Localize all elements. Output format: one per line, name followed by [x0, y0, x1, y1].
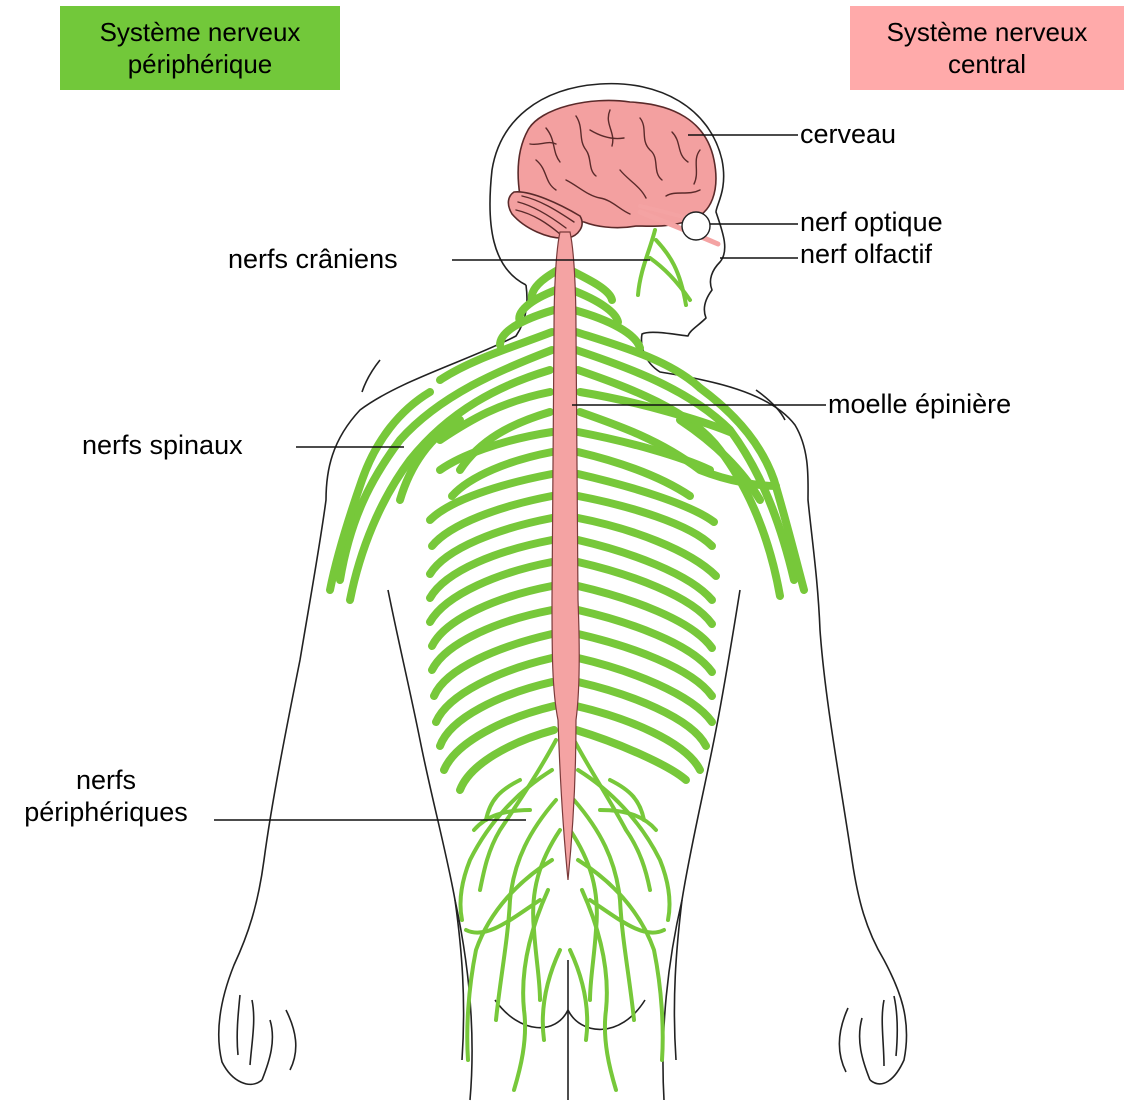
spinal-cord	[552, 232, 579, 880]
label-nerfs-peripheriques: nerfs périphériques	[6, 764, 206, 828]
label-cerveau: cerveau	[800, 118, 896, 150]
label-nerfs-spinaux: nerfs spinaux	[82, 429, 243, 461]
label-nerf-olfactif: nerf olfactif	[800, 238, 932, 270]
legend-central-nervous-system: Système nerveux central	[850, 6, 1124, 90]
legend-peripheral-nervous-system: Système nerveux périphérique	[60, 6, 340, 90]
brain	[508, 100, 718, 244]
legend-central-line1: Système nerveux	[887, 16, 1088, 48]
label-moelle-epiniere: moelle épinière	[828, 388, 1011, 420]
label-nerfs-craniens: nerfs crâniens	[228, 243, 398, 275]
label-nerfs-peripheriques-line2: périphériques	[6, 796, 206, 828]
legend-peripheral-line1: Système nerveux	[100, 16, 301, 48]
label-nerf-optique: nerf optique	[800, 206, 943, 238]
legend-peripheral-line2: périphérique	[100, 48, 301, 80]
legend-central-line2: central	[887, 48, 1088, 80]
label-nerfs-peripheriques-line1: nerfs	[6, 764, 206, 796]
